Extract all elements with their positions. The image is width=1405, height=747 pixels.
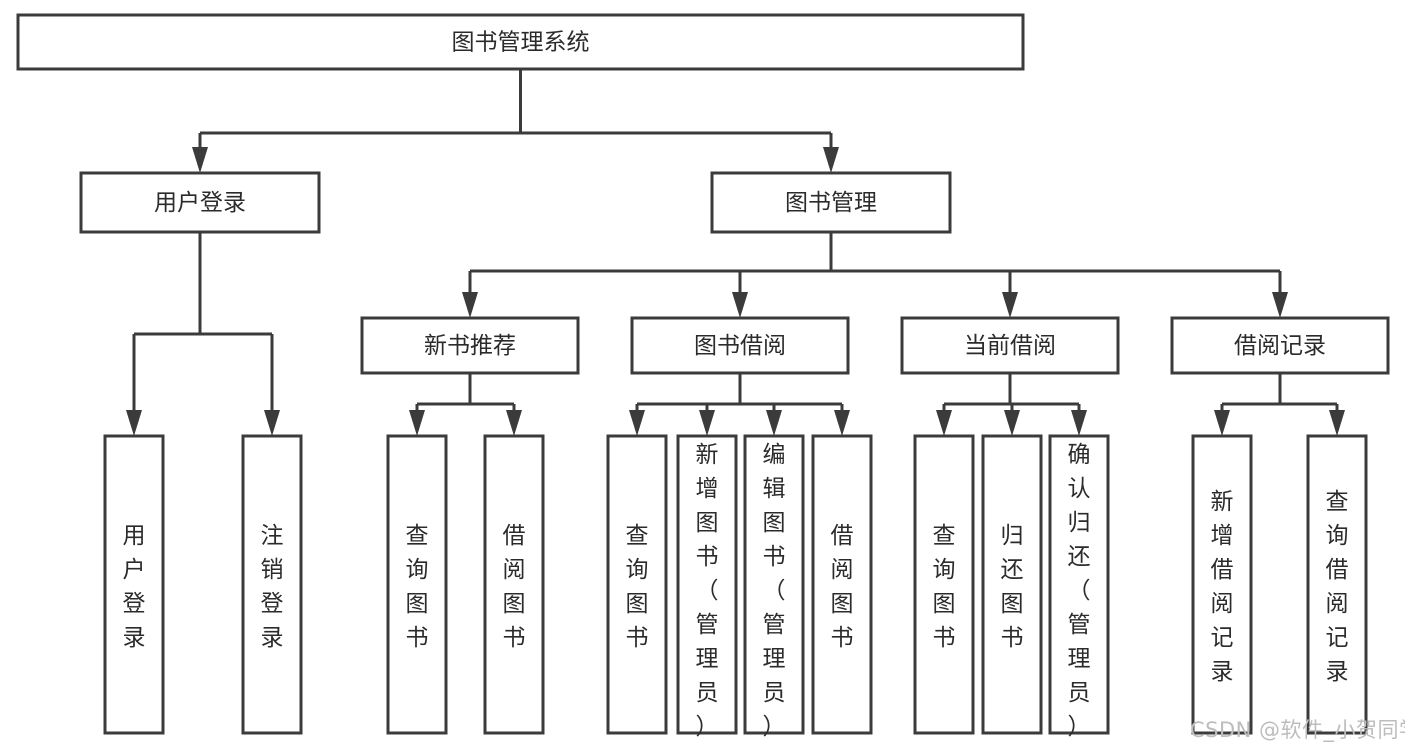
- node-label: 新增借阅记录: [1211, 489, 1234, 685]
- arrow-head-icon: [1002, 292, 1018, 318]
- leaf-node-leaf-borrow-book-2[interactable]: 借阅图书: [811, 434, 873, 735]
- node-label: 查询图书: [626, 523, 649, 651]
- leaf-node-leaf-add-record[interactable]: 新增借阅记录: [1191, 434, 1253, 735]
- node-box[interactable]: [1306, 434, 1368, 735]
- node-label: 用户登录: [154, 190, 246, 216]
- node-label: 确认归还（管理员）: [1068, 442, 1091, 740]
- arrow-head-icon: [834, 410, 850, 436]
- arrow-head-icon: [409, 410, 425, 436]
- node-label: 编辑图书（管理员）: [763, 442, 786, 740]
- leaf-node-leaf-edit-book[interactable]: 编辑图书（管理员）: [743, 434, 805, 740]
- level2-node-book-borrow[interactable]: 图书借阅: [630, 316, 850, 375]
- arrow-head-icon: [1071, 410, 1087, 436]
- watermark-label: CSDN @软件_小贺同学: [1190, 718, 1405, 742]
- node-layer: 图书管理系统用户登录图书管理新书推荐图书借阅当前借阅借阅记录用户登录注销登录查询…: [16, 13, 1390, 740]
- arrow-head-icon: [823, 147, 839, 173]
- node-label: 归还图书: [1001, 523, 1024, 651]
- leaf-node-leaf-confirm-return[interactable]: 确认归还（管理员）: [1048, 434, 1110, 740]
- node-box[interactable]: [483, 434, 545, 735]
- node-label: 新增图书（管理员）: [696, 442, 719, 740]
- arrow-head-icon: [506, 410, 522, 436]
- leaf-node-leaf-add-book[interactable]: 新增图书（管理员）: [676, 434, 738, 740]
- connector-layer: [126, 69, 1345, 436]
- node-box[interactable]: [1170, 316, 1390, 375]
- leaf-node-leaf-query-book-2[interactable]: 查询图书: [606, 434, 668, 735]
- leaf-node-leaf-return-book[interactable]: 归还图书: [981, 434, 1043, 735]
- node-label: 借阅图书: [503, 523, 526, 651]
- node-box[interactable]: [710, 171, 952, 234]
- root-node-root[interactable]: 图书管理系统: [16, 13, 1025, 71]
- node-label: 查询图书: [406, 523, 429, 651]
- node-box[interactable]: [811, 434, 873, 735]
- node-box[interactable]: [1048, 434, 1110, 735]
- node-label: 图书管理系统: [452, 30, 590, 56]
- node-box[interactable]: [241, 434, 303, 735]
- level1-node-user-login[interactable]: 用户登录: [79, 171, 321, 234]
- node-label: 借阅记录: [1234, 333, 1326, 359]
- arrow-head-icon: [1272, 292, 1288, 318]
- node-label: 查询图书: [933, 523, 956, 651]
- node-label: 新书推荐: [424, 333, 516, 359]
- node-box[interactable]: [606, 434, 668, 735]
- leaf-node-leaf-query-record[interactable]: 查询借阅记录: [1306, 434, 1368, 735]
- arrow-head-icon: [264, 410, 280, 436]
- arrow-head-icon: [1329, 410, 1345, 436]
- level2-node-borrow-record[interactable]: 借阅记录: [1170, 316, 1390, 375]
- leaf-node-leaf-borrow-book-1[interactable]: 借阅图书: [483, 434, 545, 735]
- node-label: 图书借阅: [694, 333, 786, 359]
- node-box[interactable]: [913, 434, 975, 735]
- arrow-head-icon: [192, 147, 208, 173]
- level2-node-new-book-recommend[interactable]: 新书推荐: [360, 316, 580, 375]
- node-label: 用户登录: [123, 523, 146, 651]
- node-box[interactable]: [676, 434, 738, 735]
- node-box[interactable]: [1191, 434, 1253, 735]
- node-box[interactable]: [386, 434, 448, 735]
- arrow-head-icon: [629, 410, 645, 436]
- leaf-node-leaf-query-book-3[interactable]: 查询图书: [913, 434, 975, 735]
- arrow-head-icon: [1214, 410, 1230, 436]
- arrow-head-icon: [732, 292, 748, 318]
- node-box[interactable]: [981, 434, 1043, 735]
- arrow-head-icon: [462, 292, 478, 318]
- node-box[interactable]: [16, 13, 1025, 71]
- level1-node-book-manage[interactable]: 图书管理: [710, 171, 952, 234]
- arrow-head-icon: [766, 410, 782, 436]
- node-label: 借阅图书: [831, 523, 854, 651]
- arrow-head-icon: [126, 410, 142, 436]
- leaf-node-leaf-logout[interactable]: 注销登录: [241, 434, 303, 735]
- node-label: 当前借阅: [964, 333, 1056, 359]
- level2-node-current-borrow[interactable]: 当前借阅: [900, 316, 1120, 375]
- node-box[interactable]: [360, 316, 580, 375]
- arrow-head-icon: [936, 410, 952, 436]
- arrow-head-icon: [1004, 410, 1020, 436]
- node-box[interactable]: [630, 316, 850, 375]
- leaf-node-leaf-user-login[interactable]: 用户登录: [103, 434, 165, 735]
- node-box[interactable]: [743, 434, 805, 735]
- node-label: 图书管理: [785, 190, 877, 216]
- node-label: 查询借阅记录: [1326, 489, 1349, 685]
- arrow-head-icon: [699, 410, 715, 436]
- node-box[interactable]: [103, 434, 165, 735]
- leaf-node-leaf-query-book-1[interactable]: 查询图书: [386, 434, 448, 735]
- node-box[interactable]: [900, 316, 1120, 375]
- node-box[interactable]: [79, 171, 321, 234]
- node-label: 注销登录: [261, 523, 284, 651]
